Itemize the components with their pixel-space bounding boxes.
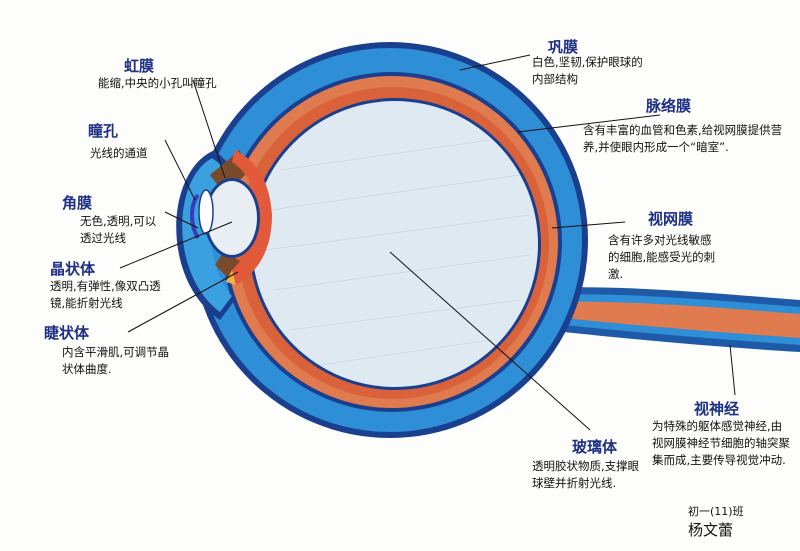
label-vitreous-body: 玻璃体: [572, 438, 618, 456]
label-lens: 晶状体: [50, 260, 96, 278]
desc-ciliary-body: 内含平滑肌,可调节晶状体曲度.: [62, 345, 170, 376]
desc-vitreous-body: 透明胶状物质,支撑眼球壁并折射光线.: [532, 459, 640, 490]
class-name: 初一(11)班: [688, 505, 744, 518]
label-choroid: 脉络膜: [646, 97, 692, 115]
desc-lens: 透明,有弹性,像双凸透镜,能折射光线: [50, 279, 161, 310]
pupil: [198, 189, 214, 235]
desc-iris: 能缩,中央的小孔叫瞳孔: [98, 76, 217, 90]
leader-lines: [119, 54, 736, 431]
author-name: 杨文蕾: [688, 521, 734, 539]
label-pupil: 瞳孔: [88, 122, 119, 140]
label-optic-nerve: 视神经: [694, 400, 740, 418]
label-ciliary-body: 睫状体: [44, 324, 90, 342]
ciliary-body: [232, 150, 272, 285]
label-sclera: 巩膜: [548, 38, 579, 56]
desc-sclera: 白色,坚韧,保护眼球的内部结构: [532, 55, 643, 86]
desc-pupil: 光线的通道: [90, 146, 148, 160]
desc-optic-nerve: 为特殊的躯体感觉神经,由视网膜神经节细胞的轴突聚集而成,主要传导视觉冲动.: [652, 419, 790, 467]
desc-choroid: 含有丰富的血管和色素,给视网膜提供营养,并使眼内形成一个“暗室”.: [583, 123, 783, 154]
desc-cornea: 无色,透明,可以透过光线: [80, 214, 157, 245]
label-iris: 虹膜: [124, 57, 155, 75]
vitreous-body: [252, 101, 538, 387]
label-cornea: 角膜: [62, 194, 93, 212]
label-retina: 视网膜: [648, 210, 694, 228]
desc-retina: 含有许多对光线敏感的细胞,能感受光的刺激.: [608, 233, 716, 281]
lens: [207, 181, 257, 255]
optic-nerve: [545, 287, 800, 352]
